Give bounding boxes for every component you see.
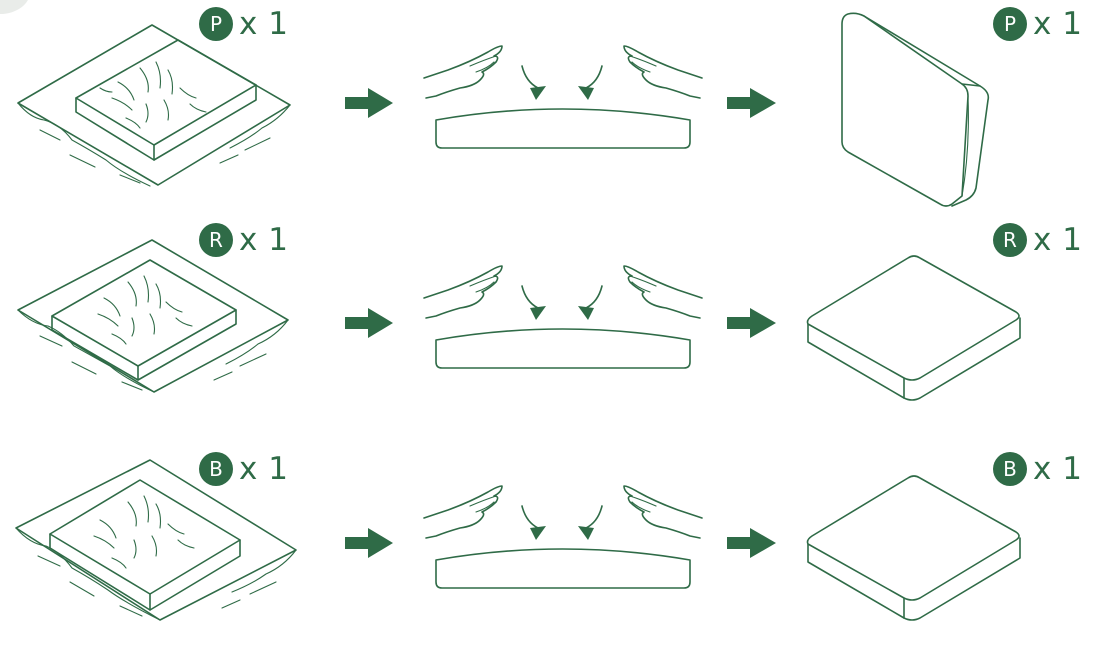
part-badge-left: R x 1 — [199, 223, 288, 257]
part-quantity: x 1 — [239, 5, 289, 42]
tall-cushion-icon — [841, 12, 990, 207]
part-quantity: x 1 — [239, 450, 289, 487]
part-letter: R — [993, 223, 1027, 257]
part-letter: B — [199, 452, 233, 486]
arrow-right-icon — [345, 308, 393, 338]
step-row-p: P x 1 P x 1 — [0, 0, 1093, 210]
step-row-b: B x 1 B x 1 — [0, 440, 1093, 650]
part-letter: P — [199, 7, 233, 41]
step-illustration-p — [17, 12, 990, 207]
arrow-right-icon — [345, 528, 393, 558]
packed-cushion-icon — [17, 239, 289, 393]
part-letter: R — [199, 223, 233, 257]
arrow-right-icon — [727, 308, 776, 338]
arrow-right-icon — [727, 528, 776, 558]
part-quantity: x 1 — [1033, 5, 1083, 42]
packed-cushion-icon — [17, 24, 291, 187]
part-letter: P — [993, 7, 1027, 41]
part-quantity: x 1 — [239, 221, 289, 258]
arrow-right-icon — [727, 88, 776, 118]
part-letter: B — [993, 452, 1027, 486]
part-quantity: x 1 — [1033, 221, 1083, 258]
step-illustration-b — [15, 459, 1021, 621]
part-badge-right: B x 1 — [993, 452, 1082, 486]
part-badge-left: B x 1 — [199, 452, 288, 486]
press-hands-icon — [423, 45, 703, 149]
part-badge-left: P x 1 — [199, 7, 288, 41]
part-badge-right: R x 1 — [993, 223, 1082, 257]
flat-cushion-icon — [806, 475, 1021, 621]
packed-cushion-icon — [15, 459, 297, 621]
arrow-right-icon — [345, 88, 393, 118]
press-hands-icon — [423, 485, 703, 589]
press-hands-icon — [423, 265, 703, 369]
flat-cushion-icon — [806, 255, 1021, 401]
part-quantity: x 1 — [1033, 450, 1083, 487]
step-row-r: R x 1 R x 1 — [0, 220, 1093, 430]
part-badge-right: P x 1 — [993, 7, 1082, 41]
step-illustration-r — [17, 239, 1021, 401]
